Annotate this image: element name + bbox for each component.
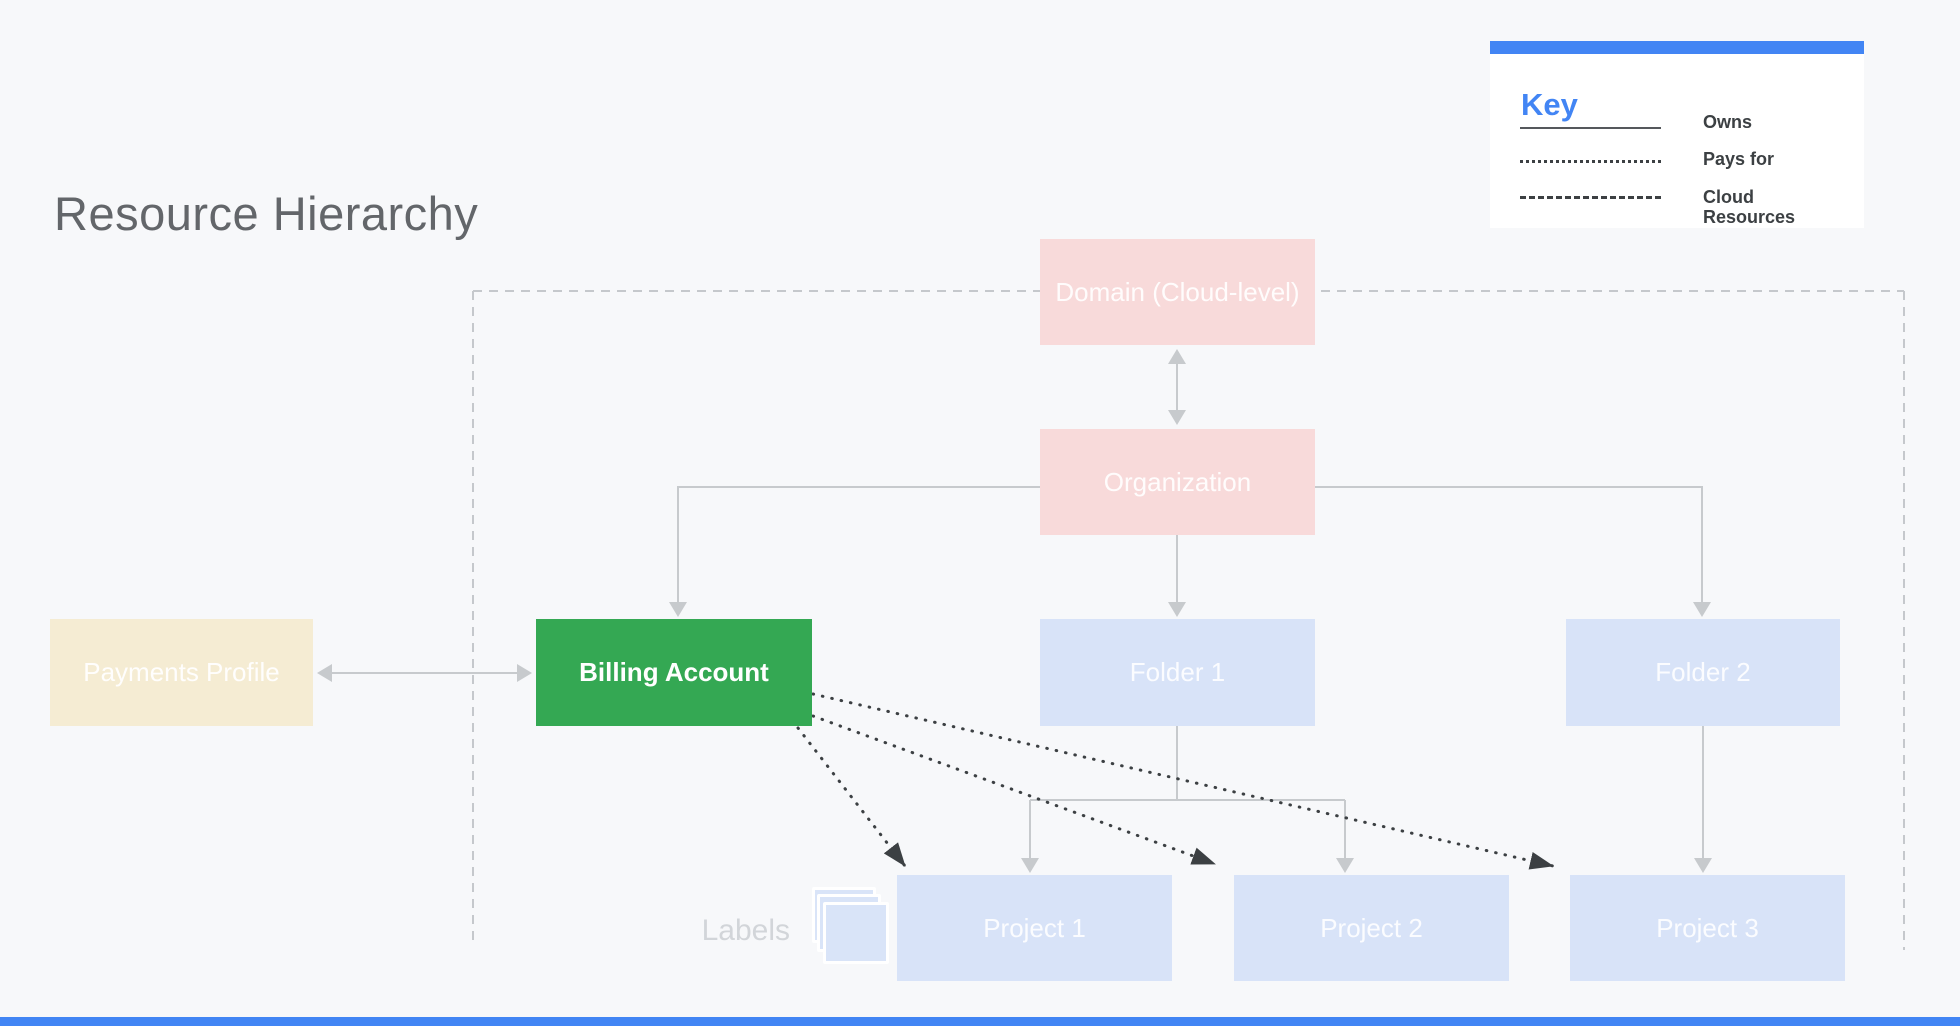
node-billing-account: Billing Account <box>536 619 812 726</box>
owns-arrowheads <box>317 349 1712 873</box>
node-domain-label: Domain (Cloud-level) <box>1055 276 1300 307</box>
node-payments-profile-label: Payments Profile <box>83 657 280 687</box>
legend-cloud-resources-label: Cloud Resources <box>1703 187 1796 227</box>
cloud-resources-boundary <box>472 290 1905 950</box>
owns-connectors <box>330 362 1704 860</box>
node-project-3-label: Project 3 <box>1656 912 1759 943</box>
stacked-labels-icon <box>812 887 896 965</box>
node-billing-account-label: Billing Account <box>579 657 769 687</box>
node-folder-1: Folder 1 <box>1040 619 1315 726</box>
legend-pays-for-line-sample <box>1520 160 1661 163</box>
labels-caption: Labels <box>701 914 790 947</box>
legend-cloud-resources-line-sample <box>1520 196 1661 199</box>
node-organization-label: Organization <box>1103 466 1252 497</box>
node-project-2-label: Project 2 <box>1320 912 1423 943</box>
page-title: Resource Hierarchy <box>54 187 479 240</box>
stacked-card-front <box>823 902 889 964</box>
legend-owns-line-sample <box>1520 127 1661 129</box>
node-project-1-label: Project 1 <box>983 912 1086 943</box>
legend-key-box: Key Owns Pays for Cloud Resources <box>1490 41 1864 228</box>
legend-pays-for-label: Pays for <box>1703 149 1775 169</box>
node-payments-profile: Payments Profile <box>50 619 313 726</box>
node-project-3: Project 3 <box>1570 875 1845 981</box>
node-domain: Domain (Cloud-level) <box>1040 239 1315 345</box>
node-folder-2-label: Folder 2 <box>1655 657 1751 687</box>
node-project-2: Project 2 <box>1234 875 1509 981</box>
bottom-accent-bar <box>0 1017 1960 1026</box>
node-organization: Organization <box>1040 429 1315 535</box>
pays-for-arrows <box>796 692 1555 870</box>
node-folder-2: Folder 2 <box>1566 619 1840 726</box>
legend-owns-label: Owns <box>1703 112 1753 132</box>
node-project-1: Project 1 <box>897 875 1172 981</box>
legend-accent-bar <box>1490 41 1864 54</box>
node-folder-1-label: Folder 1 <box>1129 657 1226 687</box>
legend-title: Key <box>1521 87 1578 122</box>
